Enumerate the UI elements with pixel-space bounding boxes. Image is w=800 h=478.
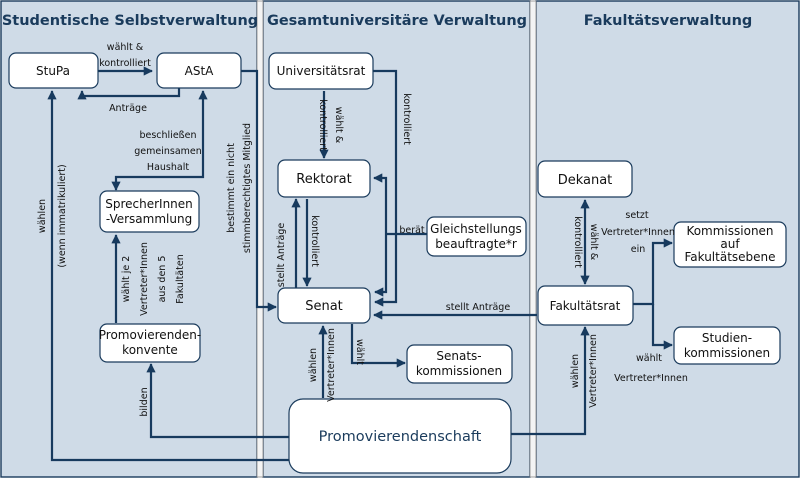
node-kommfak-label-2: auf [720,237,740,251]
label-komm-waehlt-1: wählt [636,353,662,364]
node-kommfak-label-3: Fakultätsebene [684,250,775,264]
node-rektorat[interactable]: Rektorat [277,159,371,198]
arrow-fakrat-studkomm [651,304,673,350]
lane-divider-right [529,0,537,478]
node-stupa[interactable]: StuPa [8,52,99,89]
node-promschaft-label: Promovierendenschaft [319,429,482,445]
label-fak-waehlen-2: Vertreter*Innen [588,334,599,408]
header-studentisch: Studentische Selbstverwaltung [2,13,258,29]
label-waehlen-vertreter-2: Vertreter*Innen [326,328,337,402]
arrow-gleich-rektorat [373,173,388,234]
label-waehlt-je-1: wählt je 2 [121,256,132,303]
label-stellt-antraege-v: stellt Anträge [276,223,287,288]
node-kommfak-label-1: Kommissionen [686,224,773,238]
node-asta-label: AStA [185,64,215,78]
label-bestimmt-1: bestimmt ein nicht [226,143,237,233]
node-gleich[interactable]: Gleichstellungs beauftragte*r [426,216,527,257]
label-dek-waehlt-2: kontrolliert [572,216,583,268]
label-komm-waehlt-2: Vertreter*Innen [614,373,688,384]
node-sprecher-label-2: -Versammlung [106,212,192,226]
label-waehlt-je-3: aus den 5 [157,256,168,303]
node-senatskomm[interactable]: Senats- kommissionen [406,344,513,384]
label-waehlt-kontrolliert-2: kontrolliert [99,58,151,69]
label-setzt-1: setzt [625,210,649,221]
node-promkonvente-label-2: konvente [122,343,178,357]
arrow-fakrat-kommfak [633,238,673,306]
node-senat[interactable]: Senat [277,287,371,324]
node-unirat-label: Universitätsrat [277,64,366,78]
label-ur-waehlt-2: kontrolliert [317,99,328,151]
label-senat-waehlt: wählt [354,339,365,365]
node-gleich-label-2: beauftragte*r [435,237,517,251]
arrow-promschaft-konvente [146,363,290,439]
node-rektorat-label: Rektorat [296,172,351,187]
node-gleich-label-1: Gleichstellungs [430,222,522,236]
label-stellt-antraege-h: stellt Anträge [446,302,511,313]
header-gesamt: Gesamtuniversitäre Verwaltung [267,13,527,29]
label-beschliessen-3: Haushalt [147,162,189,173]
node-kommfak[interactable]: Kommissionen auf Fakultätsebene [673,221,787,268]
label-fak-waehlen-1: wählen [570,354,581,388]
arrow-promschaft-fakrat [511,326,590,436]
label-waehlen-immatr-1: wählen [37,199,48,233]
node-promkonvente[interactable]: Promovierenden- konvente [99,323,201,363]
label-waehlt-kontrolliert-1: wählt & [107,42,144,53]
node-sprecher-label-1: SprecherInnen [105,197,193,211]
node-fakrat[interactable]: Fakultätsrat [537,285,634,326]
label-setzt-2: Vertreter*Innen [601,227,675,238]
label-waehlt-je-4: Fakultäten [175,254,186,303]
node-stupa-label: StuPa [36,64,70,78]
label-waehlen-vertreter-1: wählen [308,348,319,382]
node-sprecher[interactable]: SprecherInnen -Versammlung [99,190,200,233]
node-dekanat-label: Dekanat [558,173,613,188]
label-beraet: berät [399,225,425,236]
label-bilden: bilden [139,387,150,416]
label-ur-waehlt-1: wählt & [333,107,344,144]
arrow-promschaft-stupa [47,90,290,462]
arrow-asta-senat [241,69,277,312]
label-waehlen-immatr-2: (wenn immatrikuliert) [57,164,68,267]
node-studkomm-label-2: kommissionen [684,346,770,360]
edge-labels: wählt & kontrolliert Anträge beschließen… [37,42,688,417]
label-kontrolliert-v: kontrolliert [309,215,320,267]
node-promkonvente-label-1: Promovierenden- [99,328,201,342]
arrow-gleich-senat [374,234,388,297]
node-senatskomm-label-1: Senats- [436,349,481,363]
node-unirat[interactable]: Universitätsrat [268,52,374,90]
label-beschliessen-1: beschließen [139,130,196,141]
arrow-unirat-senat [373,69,398,307]
label-ur-kontrolliert: kontrolliert [401,93,412,145]
node-fakrat-label: Fakultätsrat [550,299,621,313]
arrows [47,66,673,462]
node-promschaft[interactable]: Promovierendenschaft [288,398,512,474]
node-studkomm-label-1: Studien- [702,331,752,345]
label-antraege: Anträge [109,103,147,114]
arrow-sprecher-asta [111,90,208,191]
label-beschliessen-2: gemeinsamen [134,146,202,157]
node-studkomm[interactable]: Studien- kommissionen [673,326,781,365]
label-bestimmt-2: stimmberechtigtes Mitglied [242,123,253,253]
label-setzt-3: ein [631,244,646,255]
node-dekanat[interactable]: Dekanat [537,160,633,198]
header-fakultaet: Fakultätsverwaltung [584,13,753,29]
label-waehlt-je-2: Vertreter*Innen [139,242,150,316]
label-dek-waehlt-1: wählt & [588,224,599,261]
node-senatskomm-label-2: kommissionen [416,364,502,378]
arrow-senat-senatskomm [350,324,406,368]
node-senat-label: Senat [305,299,343,314]
node-asta[interactable]: AStA [156,52,242,89]
